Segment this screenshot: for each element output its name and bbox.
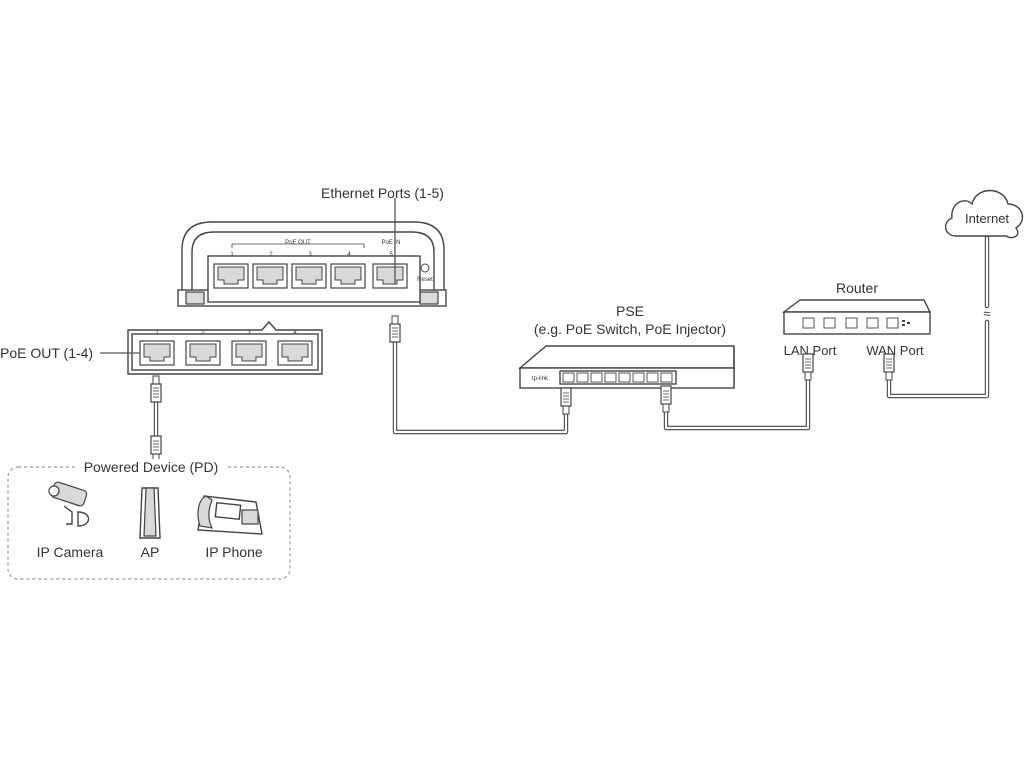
poe-out-label: PoE OUT (1-4) (0, 345, 93, 361)
pse-switch: tp-link (518, 345, 735, 389)
pd-group-label-backdrop (76, 459, 226, 475)
access-point-icon (139, 487, 161, 539)
cloud-icon (945, 189, 1024, 239)
top-port-number: 3 (308, 252, 312, 258)
reset-label: Reset (417, 277, 433, 283)
rj45-plug-icon (389, 315, 401, 343)
top-ethernet-port (330, 263, 366, 289)
rj45-plug-icon (660, 385, 672, 413)
ip-phone-label: IP Phone (205, 544, 263, 560)
top-ethernet-port (291, 263, 327, 289)
internet-label: Internet (965, 211, 1009, 226)
ap-label: AP (141, 544, 160, 560)
top-ethernet-port (252, 263, 288, 289)
side-port-number: 1 (155, 330, 159, 336)
cable-router-wan-to-internet (886, 235, 990, 399)
top-port-number: 4 (347, 252, 351, 258)
side-port-number: 4 (293, 330, 297, 336)
rj45-plug-icon (560, 387, 572, 415)
pse-subtitle: (e.g. PoE Switch, PoE Injector) (534, 321, 726, 337)
top-port-number: 2 (269, 252, 273, 258)
side-port-number: 2 (201, 330, 205, 336)
rj45-plug-icon (150, 375, 162, 403)
top-port-number: 5 (389, 252, 393, 258)
poe-out-header-label: PoE OUT (285, 240, 311, 246)
poe-switch-top-view: PoE OUT PoE IN 1 2 3 4 5 Reset (177, 221, 447, 307)
cable-pse-to-router-lan (663, 377, 811, 431)
side-ethernet-port (277, 340, 313, 366)
top-ethernet-port (372, 263, 408, 289)
side-ethernet-port (231, 340, 267, 366)
side-ethernet-port (185, 340, 221, 366)
poe-switch-side-view: 1 2 3 4 (127, 320, 323, 375)
cable-switch-to-pse (392, 337, 569, 435)
pse-title: PSE (616, 303, 644, 319)
poe-in-header-label: PoE IN (381, 240, 400, 246)
wan-port-label: WAN Port (866, 343, 924, 358)
top-port-number: 1 (230, 252, 234, 258)
pd-group-border (7, 466, 291, 580)
phone-icon (197, 495, 263, 535)
rj45-plug-icon (802, 353, 814, 381)
pse-brand: tp-link (532, 376, 549, 382)
router-device (781, 299, 932, 335)
ip-camera-label: IP Camera (37, 544, 104, 560)
side-ethernet-port (139, 340, 175, 366)
camera-icon (48, 481, 90, 527)
lan-port-label: LAN Port (784, 343, 837, 358)
side-port-number: 3 (247, 330, 251, 336)
ethernet-ports-label: Ethernet Ports (1-5) (321, 185, 444, 201)
router-label: Router (836, 280, 878, 296)
pd-group-label: Powered Device (PD) (84, 459, 219, 475)
rj45-plug-icon (883, 353, 895, 381)
top-ethernet-port (213, 263, 249, 289)
internet-link-symbol: ≈ (983, 306, 990, 321)
